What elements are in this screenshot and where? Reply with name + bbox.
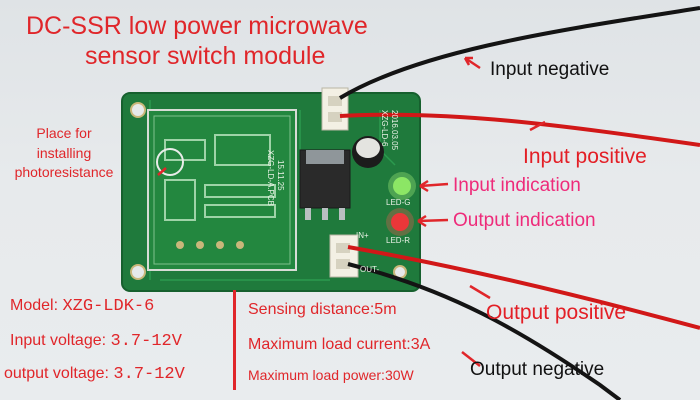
input-voltage-value: 3.7-12V bbox=[110, 332, 182, 351]
title-line-2: sensor switch module bbox=[85, 42, 326, 70]
input-positive-label: Input positive bbox=[523, 145, 647, 168]
input-voltage-label: Input voltage: bbox=[10, 332, 107, 349]
silk-board-text: XZG-LD-A.PCB bbox=[266, 150, 275, 206]
output-indication-label: Output indication bbox=[453, 210, 596, 231]
silk-board-date: 15.11.25 bbox=[276, 160, 285, 191]
led-green bbox=[388, 172, 416, 200]
output-voltage-value: 3.7-12V bbox=[113, 365, 185, 384]
spec-output-voltage: output voltage: 3.7-12V bbox=[4, 365, 185, 384]
capacitor bbox=[352, 136, 384, 168]
note-line-1: Place for bbox=[36, 125, 92, 141]
title-line-1: DC-SSR low power microwave bbox=[26, 12, 368, 40]
pointer-arrows bbox=[157, 56, 546, 367]
silk-vin-label: IN+ bbox=[356, 231, 369, 240]
output-connector bbox=[329, 234, 359, 278]
silk-led-label2: LED-R bbox=[386, 236, 410, 245]
spec-sensing-distance: Sensing distance:5m bbox=[248, 301, 397, 318]
output-negative-label: Output negative bbox=[470, 359, 605, 380]
silk-led-label: LED-G bbox=[386, 198, 410, 207]
photoresistance-note: Place for installing photoresistance bbox=[6, 124, 122, 183]
input-indication-label: Input indication bbox=[453, 175, 581, 196]
wires bbox=[338, 6, 700, 400]
model-label: Model: bbox=[10, 297, 59, 314]
pcb-silkscreen: XZG-LD-A.PCB 15.11.25 XZG-LD-6 2016.03.0… bbox=[266, 110, 410, 274]
spec-model: Model: XZG-LDK-6 bbox=[10, 297, 155, 316]
spec-max-load-current: Maximum load current:3A bbox=[248, 336, 431, 353]
spec-input-voltage: Input voltage: 3.7-12V bbox=[10, 332, 182, 351]
led-red bbox=[386, 208, 414, 236]
note-line-3: photoresistance bbox=[14, 164, 114, 181]
silk-side-date: 2016.03.05 bbox=[390, 110, 399, 151]
spec-max-load-power: Maximum load power:30W bbox=[248, 367, 414, 383]
input-negative-label: Input negative bbox=[490, 59, 610, 80]
output-positive-label: Output positive bbox=[486, 301, 627, 324]
silk-vout-label: OUT- bbox=[360, 265, 379, 274]
spec-divider bbox=[233, 290, 236, 390]
output-voltage-label: output voltage: bbox=[4, 365, 109, 382]
sensor-board bbox=[147, 109, 297, 271]
regulator-chip bbox=[299, 149, 351, 220]
silk-side-text: XZG-LD-6 bbox=[380, 110, 389, 147]
note-line-2: installing bbox=[36, 144, 92, 161]
model-value: XZG-LDK-6 bbox=[62, 297, 155, 316]
